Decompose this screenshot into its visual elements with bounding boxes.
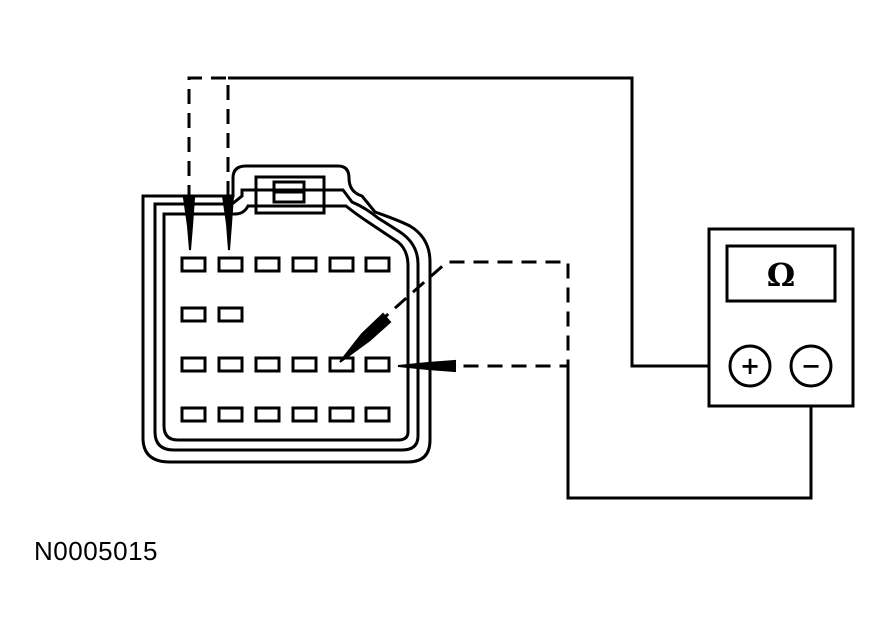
negative-terminal	[789, 344, 833, 388]
dashed-lead-right	[376, 260, 570, 368]
cavity-row3-1	[180, 356, 207, 373]
probe-diagonal	[339, 312, 392, 363]
cavity-row1-4	[291, 256, 318, 273]
cavity-row3-5	[328, 356, 355, 373]
cavity-row4-5	[328, 406, 355, 423]
test-probes	[182, 195, 456, 373]
cavity-row2-1	[180, 306, 207, 323]
connector-latch	[254, 175, 326, 215]
probe-horizontal	[397, 359, 456, 373]
pin-cavities	[180, 256, 391, 423]
cavity-row3-6	[364, 356, 391, 373]
ohm-symbol: Ω	[767, 256, 795, 294]
ohmmeter: Ω + −	[707, 227, 855, 408]
cavity-row4-3	[254, 406, 281, 423]
figure-id: N0005015	[34, 536, 158, 566]
cavity-row4-4	[291, 406, 318, 423]
cavity-row4-1	[180, 406, 207, 423]
solid-test-leads	[228, 76, 813, 500]
cavity-row4-6	[364, 406, 391, 423]
probe-top-right	[221, 195, 235, 251]
positive-lead	[228, 76, 727, 368]
connector-housing	[141, 164, 432, 464]
cavity-row1-1	[180, 256, 207, 273]
positive-terminal-symbol: +	[740, 351, 760, 380]
cavity-row1-6	[364, 256, 391, 273]
probe-top-left	[182, 197, 196, 251]
cavity-row3-4	[291, 356, 318, 373]
cavity-row1-2	[217, 256, 244, 273]
dashed-test-leads	[187, 76, 570, 368]
positive-terminal	[728, 344, 772, 388]
cavity-row3-3	[254, 356, 281, 373]
cavity-row3-2	[217, 356, 244, 373]
dashed-lead-top	[187, 76, 230, 200]
cavity-row1-3	[254, 256, 281, 273]
cavity-row1-5	[328, 256, 355, 273]
cavity-row2-2	[217, 306, 244, 323]
meter-display	[725, 244, 837, 303]
cavity-row4-2	[217, 406, 244, 423]
negative-lead	[566, 366, 813, 500]
negative-terminal-symbol: −	[801, 351, 821, 380]
